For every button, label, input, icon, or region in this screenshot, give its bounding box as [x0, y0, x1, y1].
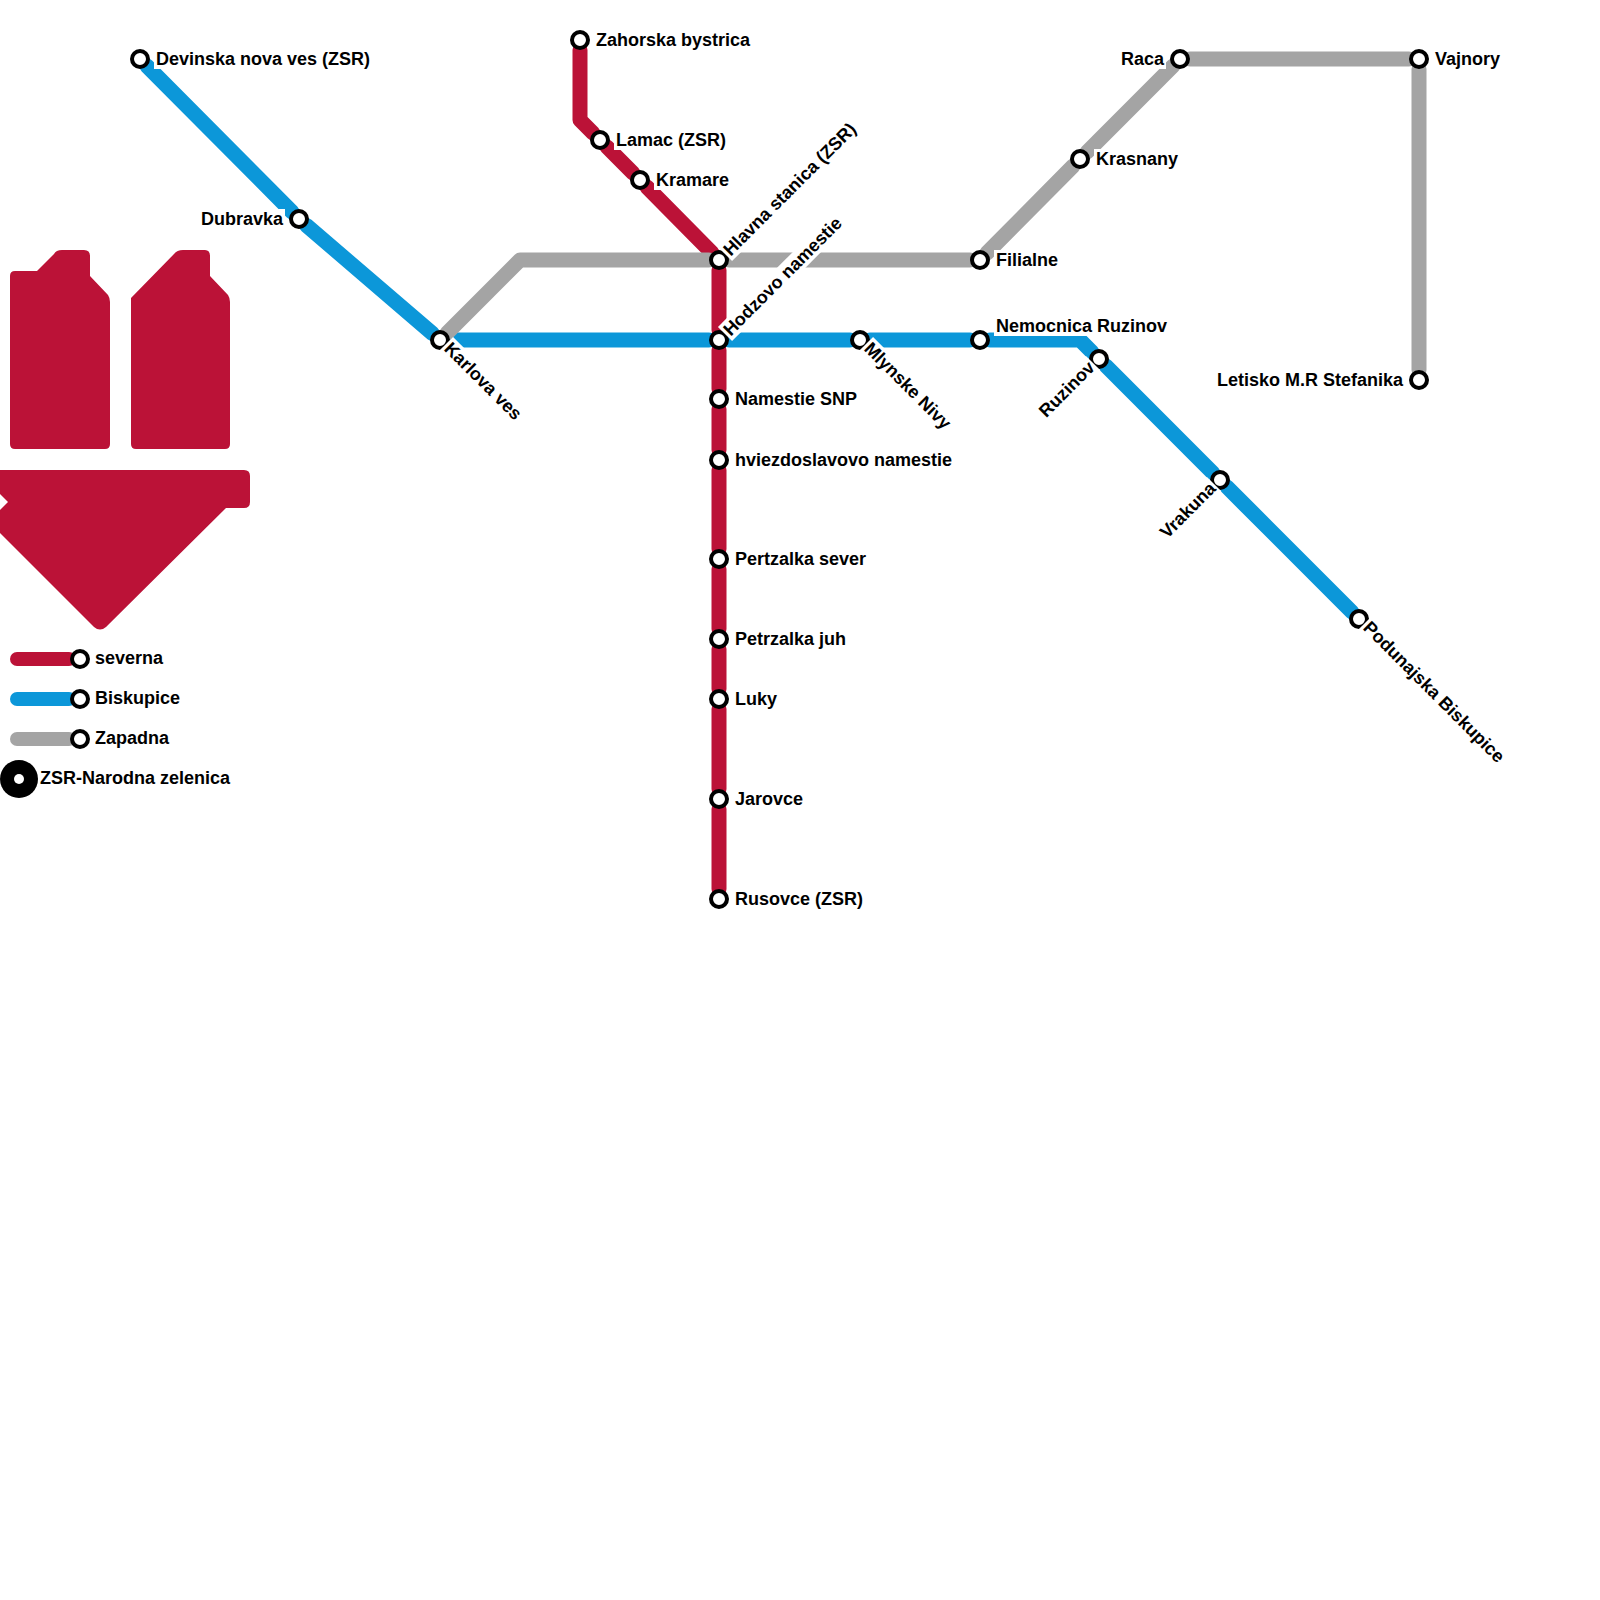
station-circle: Letisko M.R Stefanika [1409, 370, 1429, 390]
legend-swatch [10, 652, 76, 666]
station-circle: Ruzinov [1089, 349, 1109, 369]
station-label: Ruzinov [1034, 356, 1100, 422]
station-circle: Raca [1170, 49, 1190, 69]
station-circle: Krasnany [1070, 149, 1090, 169]
station-circle: Jarovce [709, 789, 729, 809]
station-label: Rusovce (ZSR) [733, 889, 865, 909]
metro-line [712, 569, 727, 629]
legend-swatch [10, 692, 76, 706]
metro-line [580, 50, 593, 133]
legend-swatch [10, 732, 76, 746]
legend-text: severna [95, 648, 163, 668]
station-label: Filialne [994, 250, 1060, 270]
station-label: Karlova ves [439, 337, 527, 425]
metro-line [647, 187, 712, 253]
station-circle: Vrakuna [1210, 470, 1230, 490]
station-label: Vajnory [1433, 49, 1502, 69]
station-circle: Mlynske Nivy [850, 330, 870, 350]
station-circle: hviezdoslavovo namestie [709, 450, 729, 470]
legend-station [70, 649, 90, 669]
station-circle: Rusovce (ZSR) [709, 889, 729, 909]
metro-line [607, 147, 633, 173]
station-label: Petrzalka juh [733, 629, 848, 649]
metro-line [712, 409, 727, 450]
station-circle: Namestie SNP [709, 389, 729, 409]
logo-left-tower [10, 250, 110, 449]
station-circle: Nemocnica Ruzinov [970, 330, 990, 350]
station-circle: Dubravka [289, 209, 309, 229]
station-circle: Podunajska Biskupice [1349, 609, 1369, 629]
station-circle: Kramare [630, 170, 650, 190]
logo-right-tower [131, 250, 230, 449]
metro-line [147, 66, 292, 212]
legend-symbol-dot [14, 774, 24, 784]
station-label: Zahorska bystrica [594, 30, 752, 50]
station-label: Nemocnica Ruzinov [994, 316, 1169, 336]
metro-line [1412, 69, 1427, 370]
station-circle: Hlavna stanica (ZSR) [709, 250, 729, 270]
station-circle: Zahorska bystrica [570, 30, 590, 50]
station-circle: Lamac (ZSR) [590, 130, 610, 150]
station-label: Jarovce [733, 789, 805, 809]
station-label: Raca [1119, 49, 1166, 69]
station-label: Krasnany [1094, 149, 1180, 169]
metro-line [729, 253, 970, 268]
station-circle: Pertzalka sever [709, 549, 729, 569]
station-label: hviezdoslavovo namestie [733, 450, 954, 470]
legend-text: ZSR-Narodna zelenica [40, 768, 230, 788]
station-label: Devinska nova ves (ZSR) [154, 49, 372, 69]
legend-station [70, 689, 90, 709]
station-label: Luky [733, 689, 779, 709]
metro-line [987, 166, 1073, 253]
metro-line [450, 333, 709, 348]
station-label: Namestie SNP [733, 389, 859, 409]
station-label: Vrakuna [1155, 477, 1222, 544]
station-label: Mlynske Nivy [859, 337, 957, 435]
station-label: Podunajska Biskupice [1358, 616, 1510, 768]
metro-line [1190, 52, 1409, 67]
metro-line [447, 260, 709, 333]
metro-line [712, 470, 727, 549]
station-circle: Karlova ves [430, 330, 450, 350]
metro-line [712, 809, 727, 889]
station-circle: Luky [709, 689, 729, 709]
station-circle: Hodzovo namestie [709, 330, 729, 350]
station-label: Dubravka [199, 209, 285, 229]
legend-text: Zapadna [95, 728, 169, 748]
station-label: Lamac (ZSR) [614, 130, 728, 150]
metro-line [1087, 66, 1173, 152]
legend-station [70, 729, 90, 749]
metro-line [307, 226, 433, 334]
legend-text: Biskupice [95, 688, 180, 708]
station-circle: Vajnory [1409, 49, 1429, 69]
station-label: Pertzalka sever [733, 549, 868, 569]
logo-chevron [0, 470, 250, 630]
station-circle: Filialne [970, 250, 990, 270]
station-label: Letisko M.R Stefanika [1215, 370, 1405, 390]
legend-interchange-symbol [0, 760, 38, 798]
metro-line [990, 340, 1092, 352]
metro-line [870, 333, 970, 348]
station-label: Hlavna stanica (ZSR) [718, 117, 862, 261]
station-circle: Petrzalka juh [709, 629, 729, 649]
metro-line [729, 333, 850, 348]
metro-line [1106, 366, 1213, 473]
station-circle: Devinska nova ves (ZSR) [130, 49, 150, 69]
metro-line [712, 709, 727, 789]
station-label: Kramare [654, 170, 731, 190]
metro-line [712, 649, 727, 689]
metro-line [1227, 487, 1352, 612]
metro-line [712, 350, 727, 389]
